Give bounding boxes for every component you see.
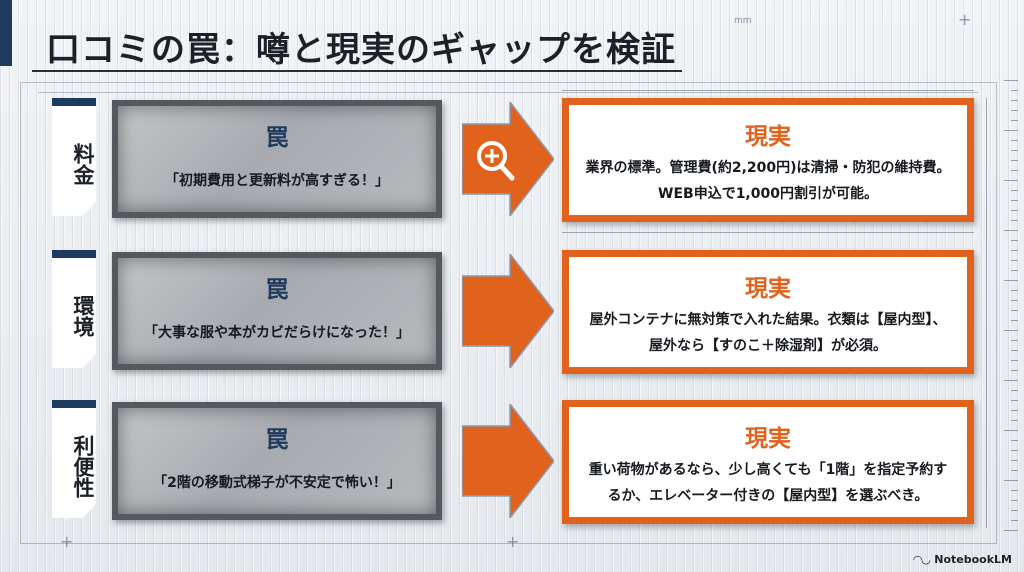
category-tab: 環境: [52, 250, 96, 368]
ruler-tick: [1011, 240, 1018, 241]
trap-title: 罠: [265, 277, 289, 303]
category-tab: 利便性: [52, 400, 96, 518]
crosshair-mark: +: [958, 10, 972, 29]
reality-text: 業界の標準。管理費(約2,200円)は清掃・防犯の維持費。WEB申込で1,000…: [585, 160, 951, 202]
title-underline: [32, 70, 682, 72]
ruler-tick: [1011, 170, 1018, 171]
ruler-tick: [1011, 300, 1018, 301]
arrow-right-icon: [462, 254, 554, 368]
ruler-tick: [1011, 340, 1018, 341]
ruler-tick: [1011, 290, 1018, 291]
ruler-tick: [1011, 350, 1018, 351]
ruler-tick: [1011, 370, 1018, 371]
title-accent-bar: [0, 0, 12, 66]
arrow-right-icon: [462, 404, 554, 518]
category-label: 利便性: [71, 434, 95, 498]
trap-card: 罠 「初期費用と更新料が高すぎる！」: [112, 100, 442, 218]
reality-text: 重い荷物があるなら、少し高くても「1階」を指定予約するか、エレベーター付きの【屋…: [588, 462, 948, 504]
comparison-row-environment: 環境 罠 「大事な服や本がカビだらけになった！」 現実 屋外コンテナに無対策で入…: [0, 250, 1024, 380]
ruler-tick: [1011, 490, 1018, 491]
comparison-row-convenience: 利便性 罠 「2階の移動式梯子が不安定で怖い！」 現実 重い荷物があるなら、少し…: [0, 400, 1024, 530]
ruler-tick: [1011, 460, 1018, 461]
ruler-tick: [1011, 470, 1018, 471]
ruler-tick: [1004, 330, 1018, 331]
ruler-tick: [1004, 180, 1018, 181]
ruler-tick: [1004, 530, 1018, 531]
trap-card: 罠 「大事な服や本がカビだらけになった！」: [112, 252, 442, 370]
ruler-tick: [1011, 360, 1018, 361]
reality-card: 現実 重い荷物があるなら、少し高くても「1階」を指定予約するか、エレベーター付き…: [562, 400, 974, 524]
reality-title: 現実: [745, 426, 791, 452]
footer-brand: NotebookLM: [934, 553, 1012, 566]
ruler-tick: [1004, 230, 1018, 231]
ruler-tick: [1011, 390, 1018, 391]
ruler-tick: [1011, 450, 1018, 451]
ruler-tick: [1011, 310, 1018, 311]
ruler-tick: [1004, 280, 1018, 281]
ruler-tick: [1004, 80, 1018, 81]
dimension-line: [562, 90, 974, 91]
ruler-tick: [1011, 320, 1018, 321]
ruler-tick: [1004, 430, 1018, 431]
ruler-tick: [1011, 250, 1018, 251]
ruler-scale: [988, 80, 1018, 531]
ruler-tick: [1011, 120, 1018, 121]
ruler-tick: [1011, 510, 1018, 511]
ruler-tick: [1011, 400, 1018, 401]
trap-quote: 「初期費用と更新料が高すぎる！」: [165, 173, 389, 189]
reality-title: 現実: [745, 276, 791, 302]
notebooklm-logo-icon: ◠◡: [913, 553, 931, 566]
page-title: 口コミの罠：噂と現実のギャップを検証: [46, 30, 676, 70]
dimension-line: [986, 98, 987, 528]
ruler-tick: [1011, 420, 1018, 421]
ruler-tick: [1011, 190, 1018, 191]
blueprint-frame-inner: [38, 92, 978, 93]
trap-card: 罠 「2階の移動式梯子が不安定で怖い！」: [112, 402, 442, 520]
reality-card: 現実 業界の標準。管理費(約2,200円)は清掃・防犯の維持費。WEB申込で1,…: [562, 98, 974, 222]
ruler-tick: [1011, 160, 1018, 161]
category-tab: 料金: [52, 98, 96, 216]
trap-quote: 「2階の移動式梯子が不安定で怖い！」: [153, 475, 401, 491]
trap-quote: 「大事な服や本がカビだらけになった！」: [144, 325, 410, 341]
ruler-tick: [1011, 260, 1018, 261]
trap-title: 罠: [265, 125, 289, 151]
dimension-line: [562, 232, 974, 233]
comparison-row-fee: 料金 罠 「初期費用と更新料が高すぎる！」 現実 業界の標準。管理費(約2,20…: [0, 90, 1024, 233]
ruler-tick: [1011, 150, 1018, 151]
ruler-tick: [1011, 90, 1018, 91]
ruler-tick: [1011, 140, 1018, 141]
ruler-tick: [1011, 500, 1018, 501]
reality-title: 現実: [745, 124, 791, 150]
trap-title: 罠: [265, 427, 289, 453]
ruler-tick: [1011, 410, 1018, 411]
ruler-tick: [1011, 110, 1018, 111]
ruler-tick: [1011, 100, 1018, 101]
magnifier-plus-icon: [477, 141, 515, 181]
ruler-tick: [1011, 270, 1018, 271]
reality-text: 屋外コンテナに無対策で入れた結果。衣類は【屋内型】、屋外なら【すのこ＋除湿剤】が…: [589, 312, 947, 354]
arrow-right-icon: [462, 102, 554, 216]
crosshair-mark: +: [506, 532, 520, 551]
ruler-tick: [1011, 210, 1018, 211]
ruler-tick: [1011, 520, 1018, 521]
category-label: 料金: [71, 143, 95, 185]
blueprint-frame: [20, 82, 997, 544]
notebooklm-logo: ◠◡NotebookLM: [913, 553, 1012, 566]
ruler-tick: [1004, 480, 1018, 481]
category-label: 環境: [71, 295, 95, 337]
crosshair-mark: +: [60, 532, 74, 551]
ruler-unit-label: mm: [734, 16, 752, 26]
ruler-tick: [1004, 380, 1018, 381]
reality-card: 現実 屋外コンテナに無対策で入れた結果。衣類は【屋内型】、屋外なら【すのこ＋除湿…: [562, 250, 974, 374]
ruler-tick: [1011, 200, 1018, 201]
ruler-tick: [1004, 130, 1018, 131]
ruler-tick: [1011, 440, 1018, 441]
ruler-tick: [1011, 220, 1018, 221]
